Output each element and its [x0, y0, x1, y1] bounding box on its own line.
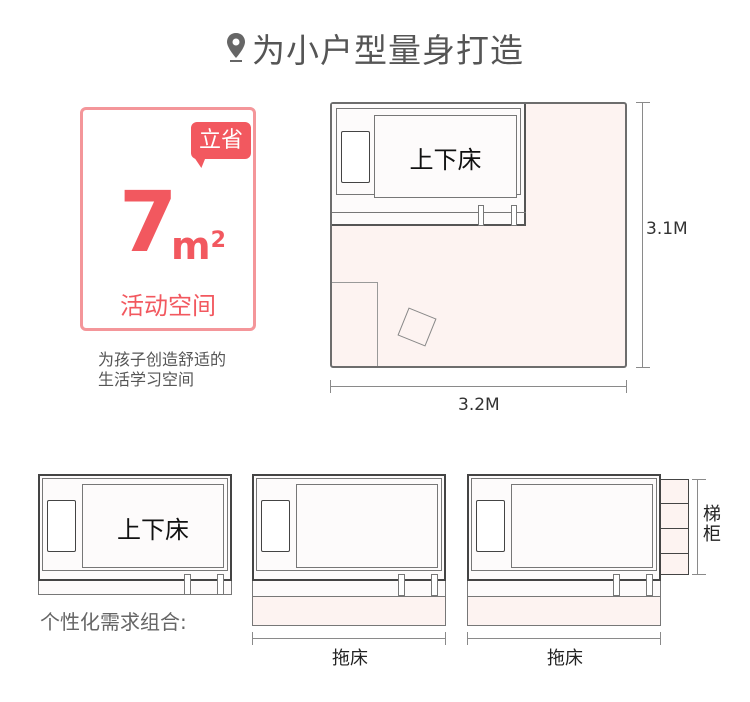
wardrobe-outline: [332, 282, 378, 366]
trundle-label: 拖床: [547, 648, 583, 669]
bed-label: 上下床: [409, 146, 482, 174]
combo-trundle-cabinet: [467, 474, 661, 626]
saving-card: 立省 7 m2 活动空间: [80, 107, 256, 331]
ladder-post: [184, 574, 191, 595]
save-badge: 立省: [191, 122, 251, 159]
description-line-1: 为孩子创造舒适的: [98, 350, 227, 369]
ladder-post: [431, 574, 438, 596]
combinations-label: 个性化需求组合:: [40, 610, 187, 634]
combo-trundle-bed: [252, 474, 446, 626]
ladder-post: [613, 574, 620, 596]
ladder-post: [478, 205, 484, 226]
ladder-post: [217, 574, 224, 595]
bed-label: 上下床: [117, 516, 189, 544]
saving-description: 为孩子创造舒适的 生活学习空间: [98, 350, 226, 390]
pillow: [476, 500, 505, 552]
width-dimension-label: 3.2M: [458, 395, 500, 415]
pillow: [47, 500, 76, 552]
pillow: [261, 500, 290, 552]
ladder-post: [511, 205, 517, 226]
combo-bunk-bed: 上下床: [38, 474, 232, 595]
description-line-2: 生活学习空间: [98, 370, 195, 389]
trundle-label: 拖床: [332, 648, 368, 669]
saving-caption: 活动空间: [120, 292, 216, 320]
title-text: 为小户型量身打造: [252, 31, 524, 70]
ladder-cabinet: [660, 479, 689, 575]
trundle-drawer: [252, 596, 446, 626]
ladder-cabinet-label: 梯 柜: [703, 505, 721, 545]
location-pin-icon: [226, 30, 246, 76]
cabinet-label-char-2: 柜: [703, 524, 721, 545]
ladder-post: [398, 574, 405, 596]
saving-number: 7: [119, 173, 178, 271]
room-bunk-bed: 上下床: [332, 104, 526, 226]
trundle-drawer: [467, 596, 661, 626]
saving-unit: m2: [171, 224, 226, 268]
ladder-post: [646, 574, 653, 596]
height-dimension-line: [642, 102, 643, 368]
page-title: 为小户型量身打造: [0, 28, 750, 76]
height-dimension-label: 3.1M: [646, 219, 688, 239]
cabinet-label-char-1: 梯: [703, 504, 721, 525]
width-dimension-line: [330, 386, 627, 387]
pillow: [341, 131, 370, 183]
